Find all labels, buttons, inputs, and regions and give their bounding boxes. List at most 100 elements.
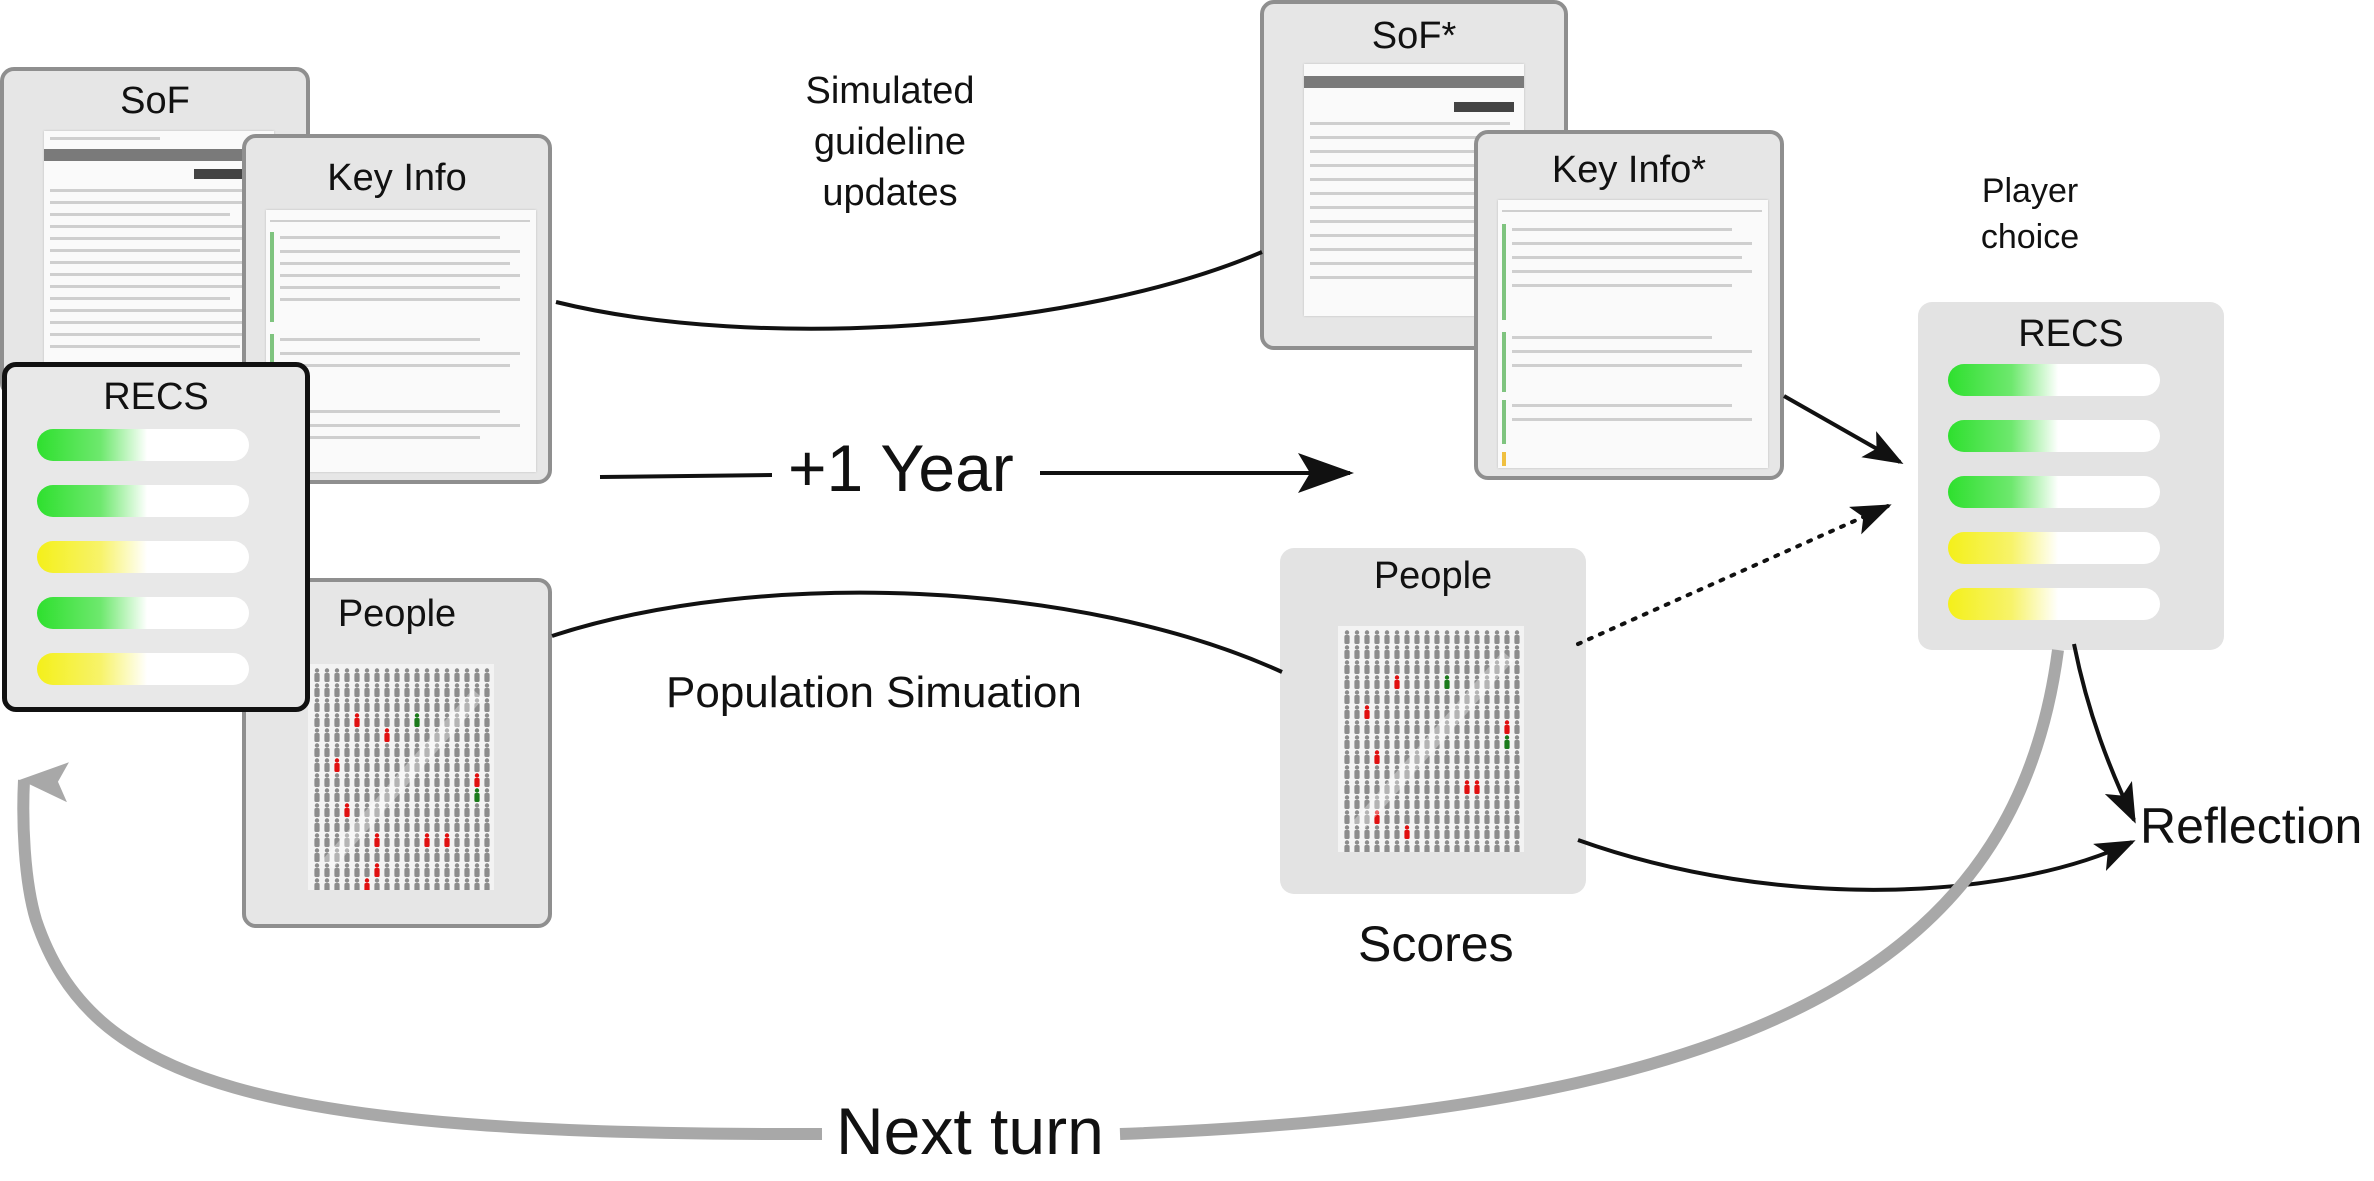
person-icon <box>1444 845 1450 852</box>
person-icon <box>1364 800 1370 809</box>
person-icon-head <box>1464 660 1470 665</box>
person-icon-head <box>394 848 400 853</box>
recommendation-bar-yellow[interactable] <box>37 541 249 573</box>
person-icon-adverse <box>364 883 370 890</box>
person-icon-head <box>324 683 330 688</box>
person-icon-head <box>454 878 460 883</box>
person-icon-head <box>1494 780 1500 785</box>
person-icon <box>1384 755 1390 764</box>
person-icon <box>1394 755 1400 764</box>
person-icon-head <box>1354 690 1360 695</box>
person-icon-head <box>424 668 430 673</box>
person-icon <box>464 688 470 697</box>
recommendation-bar-green[interactable] <box>37 429 249 461</box>
person-icon-head <box>1474 840 1480 845</box>
person-icon <box>424 748 430 757</box>
person-icon-head <box>374 713 380 718</box>
player-choice-line-1: Player <box>1981 172 2079 210</box>
recommendation-bar-yellow[interactable] <box>1948 532 2160 564</box>
person-icon-head <box>1484 825 1490 830</box>
recs-card-active[interactable]: RECS <box>2 362 310 712</box>
recommendation-bar-green[interactable] <box>37 597 249 629</box>
person-icon-head <box>324 878 330 883</box>
person-icon-head <box>1414 840 1420 845</box>
recommendation-bar-green[interactable] <box>1948 364 2160 396</box>
person-icon-head <box>374 698 380 703</box>
person-icon <box>414 838 420 847</box>
person-icon-head <box>354 848 360 853</box>
person-icon <box>404 883 410 890</box>
person-icon-head <box>414 668 420 673</box>
person-icon <box>344 703 350 712</box>
person-icon <box>1424 845 1430 852</box>
person-icon <box>1444 710 1450 719</box>
person-icon-head <box>1394 840 1400 845</box>
person-icon-head <box>344 758 350 763</box>
person-icon-head <box>314 848 320 853</box>
person-icon <box>364 778 370 787</box>
recommendation-bar-yellow[interactable] <box>1948 588 2160 620</box>
person-icon <box>354 763 360 772</box>
person-icon <box>1444 665 1450 674</box>
person-icon-head <box>334 803 340 808</box>
person-icon-head <box>344 818 350 823</box>
person-icon <box>1394 830 1400 839</box>
person-icon-head <box>374 878 380 883</box>
person-icon-head <box>1514 630 1520 635</box>
person-icon <box>444 853 450 862</box>
person-icon <box>1434 695 1440 704</box>
person-icon-head <box>1354 675 1360 680</box>
person-icon-head <box>1374 705 1380 710</box>
recommendation-bar-green[interactable] <box>1948 420 2160 452</box>
person-icon-head <box>1464 705 1470 710</box>
person-icon <box>1384 650 1390 659</box>
person-icon <box>1434 680 1440 689</box>
person-icon-head <box>334 878 340 883</box>
person-icon <box>424 763 430 772</box>
person-icon-adverse-head <box>1404 825 1410 830</box>
person-icon-adverse-head <box>474 773 480 778</box>
person-icon-head <box>324 668 330 673</box>
person-icon-head <box>1354 810 1360 815</box>
person-icon <box>464 853 470 862</box>
person-icon <box>394 733 400 742</box>
person-icon-head <box>434 668 440 673</box>
person-icon <box>1374 800 1380 809</box>
recs-to-reflection-arrow <box>2072 643 2136 824</box>
person-icon <box>444 673 450 682</box>
person-icon-head <box>354 743 360 748</box>
person-icon <box>1394 665 1400 674</box>
person-icon-head <box>434 788 440 793</box>
person-icon <box>1354 830 1360 839</box>
person-icon-head <box>1404 660 1410 665</box>
person-icon-adverse <box>444 838 450 847</box>
person-icon <box>344 778 350 787</box>
person-icon <box>344 793 350 802</box>
person-icon <box>334 778 340 787</box>
person-icon <box>354 868 360 877</box>
recommendation-bar-yellow[interactable] <box>37 653 249 685</box>
person-icon-head <box>434 803 440 808</box>
person-icon <box>1434 815 1440 824</box>
person-icon-head <box>444 788 450 793</box>
person-icon <box>364 853 370 862</box>
person-icon-head <box>1414 630 1420 635</box>
person-icon-head <box>434 698 440 703</box>
person-icon-head <box>444 803 450 808</box>
person-icon-head <box>1414 660 1420 665</box>
person-icon-adverse <box>1394 680 1400 689</box>
recommendation-bar-green[interactable] <box>37 485 249 517</box>
person-icon <box>1344 800 1350 809</box>
person-icon <box>404 688 410 697</box>
person-icon <box>1494 785 1500 794</box>
person-icon <box>444 748 450 757</box>
recs-card-choice[interactable]: RECS <box>1918 302 2224 650</box>
person-icon <box>484 838 490 847</box>
person-icon-head <box>1404 840 1410 845</box>
person-icon <box>424 793 430 802</box>
person-icon <box>434 733 440 742</box>
person-icon-head <box>1484 780 1490 785</box>
person-icon-head <box>1514 705 1520 710</box>
recommendation-bar-green[interactable] <box>1948 476 2160 508</box>
